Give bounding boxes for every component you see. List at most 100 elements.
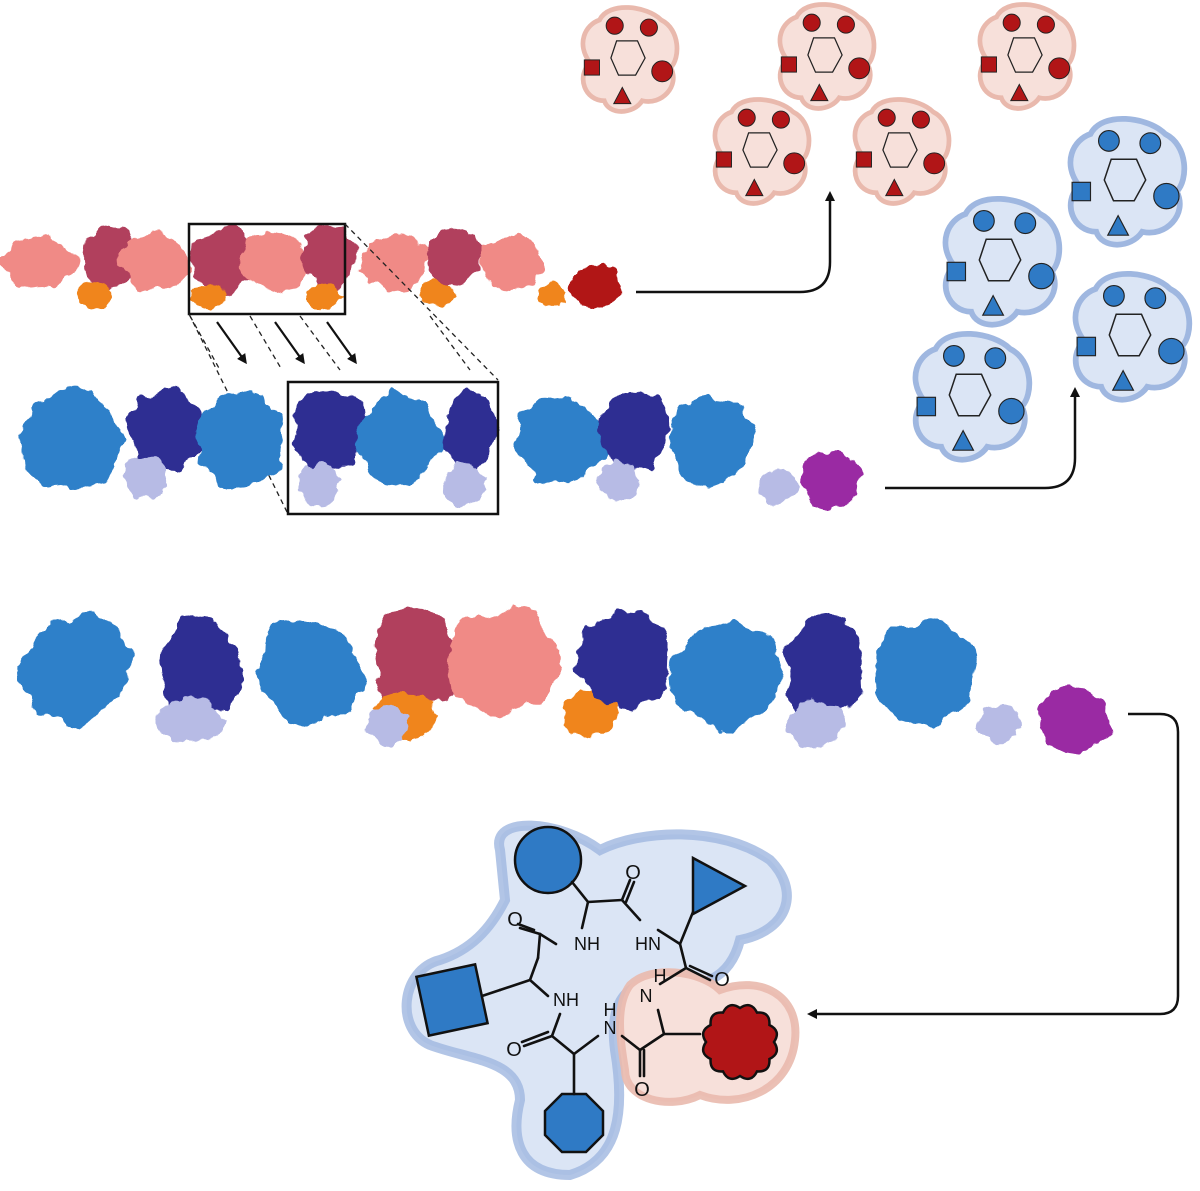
amide-n-3: N bbox=[604, 1018, 617, 1038]
domain-b-1 bbox=[124, 386, 204, 473]
docking-2 bbox=[298, 461, 341, 506]
square-side-chain bbox=[780, 56, 797, 73]
docking-4 bbox=[976, 704, 1023, 746]
domain-b-4 bbox=[597, 392, 670, 472]
square-side-chain bbox=[1076, 336, 1097, 357]
domain-b-3 bbox=[442, 387, 501, 474]
red-product-4 bbox=[712, 97, 812, 206]
square-side-chain bbox=[916, 396, 937, 417]
docking-blue-2 bbox=[365, 704, 409, 748]
docking-3 bbox=[306, 283, 344, 311]
blue-product-1 bbox=[1067, 116, 1188, 248]
square-side-chain bbox=[980, 56, 997, 73]
blue-nrps-assembly-line bbox=[20, 386, 864, 510]
docking-1 bbox=[77, 282, 114, 309]
square-side-chain bbox=[855, 151, 872, 168]
red-product-1 bbox=[580, 5, 680, 114]
octagon-side-chain bbox=[543, 1092, 605, 1154]
circle-side-chain bbox=[911, 110, 930, 129]
red-product-5 bbox=[852, 97, 952, 206]
triangle-side-chain bbox=[1009, 83, 1029, 102]
docking-4 bbox=[418, 279, 456, 309]
hybrid-nrps-assembly-line bbox=[16, 605, 1114, 754]
domain-a-4 bbox=[356, 233, 432, 293]
circle-side-chain bbox=[1014, 212, 1037, 235]
blue-product-3 bbox=[1072, 271, 1193, 403]
flower-side-chain bbox=[1028, 262, 1055, 290]
domain-a-1 bbox=[16, 611, 135, 729]
carbonyl-o-3: O bbox=[506, 1039, 522, 1061]
flower-side-chain bbox=[783, 152, 806, 175]
product-backbone bbox=[742, 132, 778, 168]
circle-side-chain bbox=[802, 13, 821, 32]
domain-a-1 bbox=[0, 234, 80, 289]
amide-hn-1: HN bbox=[635, 934, 661, 954]
domain-c-4 bbox=[480, 233, 545, 292]
domain-c-2 bbox=[668, 618, 787, 735]
triangle-side-chain bbox=[951, 429, 975, 451]
product-backbone bbox=[1007, 37, 1043, 73]
domain-c-1 bbox=[116, 231, 191, 291]
carbonyl-o-5: O bbox=[714, 969, 730, 991]
flower-side-chain bbox=[998, 397, 1025, 425]
amide-n-4: N bbox=[640, 986, 653, 1006]
circle-side-chain bbox=[1036, 15, 1055, 34]
triangle-side-chain bbox=[691, 855, 748, 917]
triangle-side-chain bbox=[1111, 369, 1135, 391]
carbonyl-o-1: O bbox=[625, 862, 641, 884]
docking-3 bbox=[441, 462, 488, 508]
domain-red-light bbox=[447, 605, 562, 717]
triangle-side-chain bbox=[1106, 214, 1130, 236]
red-nrps-assembly-line bbox=[0, 224, 622, 311]
carbonyl-o-4: O bbox=[634, 1079, 650, 1101]
module-selection-box-blue bbox=[286, 380, 500, 516]
circle-side-chain bbox=[605, 16, 624, 35]
domain-a-4 bbox=[514, 396, 608, 484]
circle-side-chain bbox=[1002, 13, 1021, 32]
domain-c-3 bbox=[875, 616, 978, 729]
docking-5 bbox=[538, 281, 568, 306]
circle-side-chain bbox=[771, 110, 790, 129]
triangle-side-chain bbox=[809, 83, 829, 102]
domain-a-1 bbox=[20, 386, 126, 490]
docking-1 bbox=[123, 456, 166, 499]
hybrid-cyclic-peptide: O NH HN O NH O H N O H N O bbox=[401, 820, 800, 1181]
square-side-chain bbox=[1071, 181, 1092, 202]
triangle-side-chain bbox=[612, 86, 632, 105]
peptide-backbone bbox=[480, 878, 714, 1096]
product-backbone bbox=[610, 40, 646, 76]
circle-side-chain bbox=[1144, 287, 1167, 310]
arrow-blue-product bbox=[885, 387, 1080, 490]
square-side-chain bbox=[583, 59, 600, 76]
cyclic-peptide-products bbox=[580, 2, 1193, 463]
docking-2 bbox=[189, 282, 226, 311]
circle-side-chain bbox=[513, 825, 583, 895]
docking-red-2 bbox=[564, 691, 620, 737]
domain-red-dark bbox=[375, 607, 466, 714]
amide-nh-1: NH bbox=[574, 934, 600, 954]
product-backbone bbox=[807, 37, 843, 73]
flower-side-chain bbox=[651, 60, 674, 83]
product-backbone bbox=[1103, 158, 1147, 202]
triangle-side-chain bbox=[981, 294, 1005, 316]
module-selection-box-red bbox=[187, 222, 347, 316]
domain-c-1 bbox=[257, 620, 367, 727]
triangle-side-chain bbox=[884, 178, 904, 197]
circle-side-chain bbox=[836, 15, 855, 34]
domain-b-2 bbox=[189, 224, 262, 298]
product-backbone bbox=[948, 373, 992, 417]
domain-b-4 bbox=[425, 227, 483, 286]
product-backbone bbox=[882, 132, 918, 168]
circle-side-chain bbox=[1097, 129, 1120, 152]
domain-c-1 bbox=[195, 391, 283, 490]
circle-side-chain bbox=[1139, 132, 1162, 155]
circle-side-chain bbox=[942, 344, 965, 367]
product-backbone bbox=[978, 238, 1022, 282]
amide-h-4: H bbox=[654, 966, 667, 986]
blue-product-2 bbox=[942, 196, 1063, 328]
square-side-chain bbox=[414, 962, 490, 1038]
red-product-3 bbox=[977, 2, 1077, 111]
flower-side-chain bbox=[1048, 57, 1071, 80]
domain-b-3 bbox=[783, 613, 863, 719]
